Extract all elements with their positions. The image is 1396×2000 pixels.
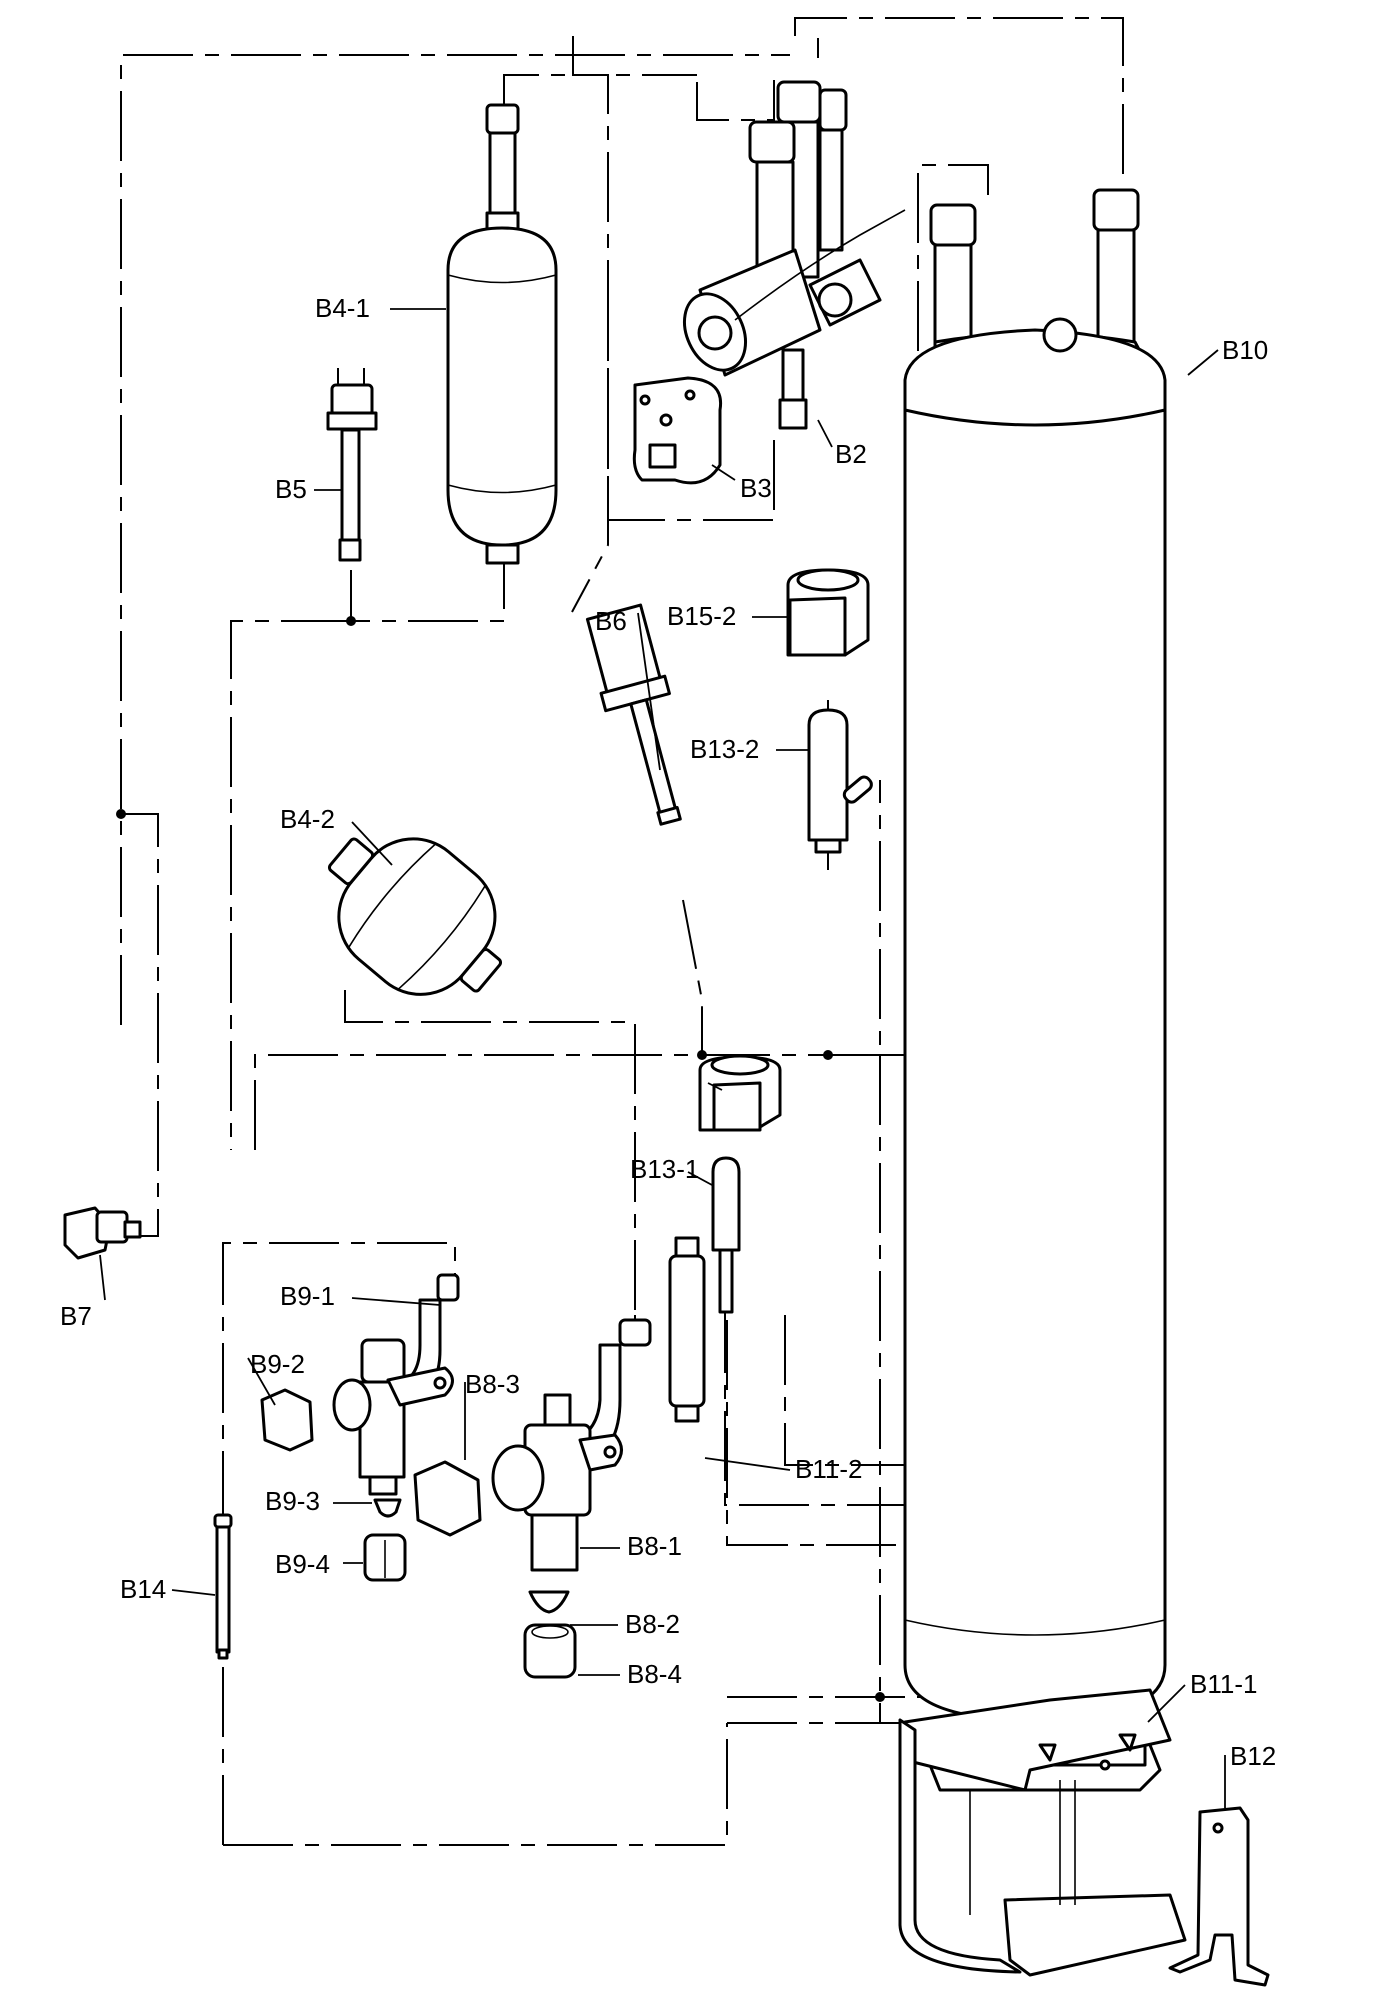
label-b13-2: B13-2 [690,734,759,764]
pipe-line [223,1723,728,1846]
bracket-b11-2[interactable] [1168,1806,1270,1987]
compressor-b10[interactable] [903,188,1167,1792]
muffler-b4-2[interactable] [296,799,535,1031]
pipe-line [254,780,881,1150]
pipe-line [794,17,1124,175]
pipe-line [572,36,697,76]
mounting-frame-b11-1[interactable] [898,1688,1187,1977]
pipe-line [696,80,775,121]
expansion-coil-b15-2[interactable] [698,1054,782,1132]
pipe-line [828,164,989,1056]
valve-cap-b8-2[interactable] [413,1460,482,1537]
label-b6: B6 [595,606,627,636]
pipe-line [724,1195,920,1506]
junction-dot [697,1050,707,1060]
pipe-line [230,620,351,1150]
pipe-line [121,813,159,1237]
capillary-tube-b14[interactable] [213,1513,233,1660]
junction-dot [875,1692,885,1702]
expansion-valve-b13-1[interactable] [711,1156,741,1314]
label-b9-1: B9-1 [280,1281,335,1311]
label-b2: B2 [835,439,867,469]
pipe-line [503,74,609,613]
label-b9-3: B9-3 [265,1486,320,1516]
label-b8-4: B8-4 [627,1659,682,1689]
label-b11-2: B12 [1230,1741,1276,1771]
pipe-line [726,1320,919,1546]
label-b12: B11-2 [795,1454,862,1484]
pipe-line [350,560,505,622]
pipe-line [607,300,773,521]
receiver-b4-1[interactable] [446,103,558,565]
label-b8-1: B8-1 [627,1531,682,1561]
label-b4-1: B4-1 [315,293,370,323]
pipe-line [784,1315,920,1466]
expansion-coil-b15-1[interactable] [786,568,870,657]
pipe-line [682,899,703,1055]
label-b9-2: B9-2 [250,1349,305,1379]
label-b9-4: B9-4 [275,1549,330,1579]
junction-dot [346,616,356,626]
four-way-valve-b2[interactable] [673,80,906,430]
four-way-valve-coil-b3[interactable] [632,376,723,485]
service-valve-b8-1[interactable] [491,1318,652,1572]
expansion-valve-b13-2[interactable] [807,708,874,854]
label-b8-2: B8-3 [465,1369,520,1399]
label-b13-1: B13-1 [630,1154,699,1184]
flare-nut-b9-4[interactable] [363,1533,407,1582]
label-b14: B14 [120,1574,166,1604]
flare-seal-b8-3[interactable] [528,1590,570,1614]
pressure-switch-b5[interactable] [326,368,378,562]
flare-seal-b9-3[interactable] [373,1498,402,1518]
label-b8-3: B8-2 [625,1609,680,1639]
drain-plug-b7[interactable] [63,1206,142,1260]
label-b4-2: B4-2 [280,804,335,834]
junction-dot [823,1050,833,1060]
label-b7: B7 [60,1301,92,1331]
junction-dot [116,809,126,819]
service-valve-b9-1[interactable] [332,1273,460,1496]
label-b3: B3 [740,473,772,503]
label-b10: B10 [1222,335,1268,365]
strainer-b12[interactable] [668,1236,706,1423]
pressure-sensor-b6[interactable] [582,603,702,831]
part-labels: B4-1 B5 B2 B3 B10 B6 B15-2 B13-2 B4-2 B1… [60,293,1276,1808]
pipe-line [120,54,790,1025]
valve-cap-b9-2[interactable] [260,1388,314,1452]
flare-nut-b8-4[interactable] [523,1623,577,1679]
pipe-line [344,990,636,1315]
label-b5: B5 [275,474,307,504]
label-b11-1: B11-1 [1190,1669,1257,1699]
label-b15-1: B15-2 [667,601,736,631]
